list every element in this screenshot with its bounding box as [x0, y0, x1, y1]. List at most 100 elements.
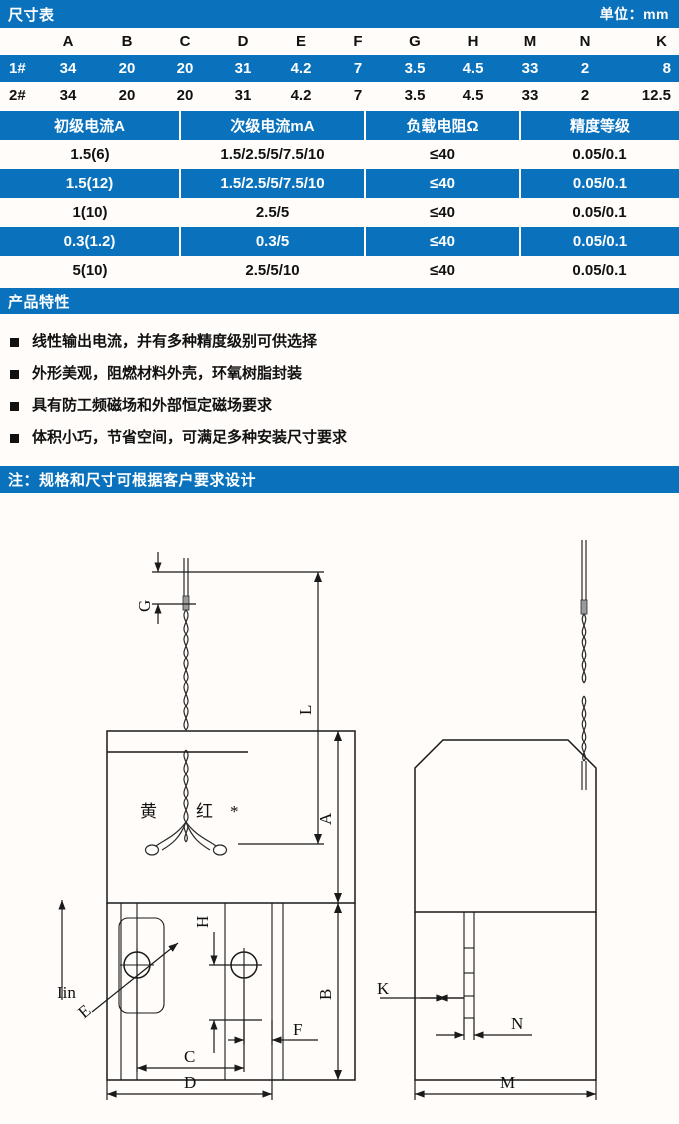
dimension-label-m: M: [500, 1073, 515, 1092]
note-text: 注：规格和尺寸可根据客户要求设计: [8, 472, 257, 489]
spec-cell: 0.05/0.1: [520, 198, 679, 227]
dimension-f: [228, 1020, 318, 1045]
spec-cell: 0.3(1.2): [0, 227, 181, 256]
wire-label-yellow: 黄: [140, 802, 157, 821]
dimension-col-head: G: [386, 28, 444, 55]
technical-drawing: 黄 红 * G L: [0, 500, 679, 1124]
table-row: 5(10) 2.5/5/10 ≤40 0.05/0.1: [0, 256, 679, 285]
dimension-col-head: A: [38, 28, 98, 55]
dimension-label-d: D: [184, 1073, 196, 1092]
spec-cell: 0.05/0.1: [520, 256, 679, 285]
features-list: 线性输出电流，并有多种精度级别可供选择 外形美观，阻燃材料外壳，环氧树脂封装 具…: [0, 314, 679, 460]
features-title: 产品特性: [8, 293, 71, 311]
spec-cell: 1.5(12): [0, 169, 181, 198]
spec-col-head: 初级电流A: [0, 111, 181, 140]
spec-cell: ≤40: [365, 169, 521, 198]
spec-cell: 1.5/2.5/5/7.5/10: [180, 140, 365, 169]
wire-label-star: *: [230, 802, 239, 821]
specification-table: 初级电流A 次级电流mA 负载电阻Ω 精度等级 1.5(6) 1.5/2.5/5…: [0, 111, 679, 285]
side-view-base: [414, 912, 597, 1081]
leader-e: [91, 942, 179, 1013]
dimension-h: [209, 932, 262, 1053]
dimension-cell: 20: [156, 55, 214, 82]
side-view: K N M: [377, 540, 597, 1100]
twisted-wire-side-icon: [580, 540, 588, 790]
dimension-n: [436, 1018, 532, 1040]
twisted-wire-pair-icon: [144, 558, 228, 856]
dimension-cell: 4.2: [272, 82, 330, 109]
dimension-cell: 31: [214, 82, 272, 109]
dimension-table-header-row: A B C D E F G H M N K: [0, 28, 679, 55]
dimension-col-head: K: [612, 28, 679, 55]
spec-cell: ≤40: [365, 256, 520, 285]
dimension-col-head: F: [330, 28, 386, 55]
spec-cell: 5(10): [0, 256, 180, 285]
square-bullet-icon: [10, 433, 19, 443]
dimension-label-e: E: [74, 1001, 94, 1022]
dimension-label-n: N: [511, 1014, 523, 1033]
dimension-table-title: 尺寸表: [8, 6, 55, 24]
unit-label: 单位：mm: [599, 6, 669, 22]
spec-col-head: 次级电流mA: [180, 111, 366, 140]
dimension-m: [414, 1080, 597, 1100]
dimension-row-label: 2#: [0, 82, 38, 109]
dimension-cell: 3.5: [386, 55, 444, 82]
spec-cell: 1.5(6): [0, 140, 180, 169]
dimension-col-head: C: [156, 28, 214, 55]
feature-text: 具有防工频磁场和外部恒定磁场要求: [32, 397, 273, 414]
dimension-col-head: N: [558, 28, 612, 55]
spec-cell: ≤40: [365, 198, 520, 227]
dimension-label-a: A: [316, 812, 335, 825]
dimension-col-head: B: [98, 28, 156, 55]
dimension-cell: 33: [502, 82, 558, 109]
dimension-label-g: G: [135, 600, 154, 612]
dimension-label-l: L: [296, 705, 315, 715]
features-header-bar: 产品特性: [0, 288, 679, 314]
note-bar: 注：规格和尺寸可根据客户要求设计: [0, 466, 679, 493]
front-view-base: [106, 903, 356, 1081]
list-item: 具有防工频磁场和外部恒定磁场要求: [10, 390, 679, 422]
dimension-cell: 4.2: [272, 55, 330, 82]
dimension-c: [136, 980, 245, 1072]
list-item: 体积小巧，节省空间，可满足多种安装尺寸要求: [10, 422, 679, 454]
table-row: 1# 34 20 20 31 4.2 7 3.5 4.5 33 2 8: [0, 55, 679, 82]
spec-cell: 0.05/0.1: [520, 169, 679, 198]
spec-col-head: 精度等级: [520, 111, 679, 140]
spec-cell: 0.05/0.1: [520, 140, 679, 169]
spec-table-header-row: 初级电流A 次级电流mA 负载电阻Ω 精度等级: [0, 111, 679, 140]
dimension-cell: 7: [330, 82, 386, 109]
dimension-cell: 12.5: [612, 82, 679, 109]
table-row: 1(10) 2.5/5 ≤40 0.05/0.1: [0, 198, 679, 227]
list-item: 线性输出电流，并有多种精度级别可供选择: [10, 326, 679, 358]
dimension-cell: 4.5: [444, 82, 502, 109]
list-item: 外形美观，阻燃材料外壳，环氧树脂封装: [10, 358, 679, 390]
dimension-col-head: [0, 28, 38, 55]
feature-text: 线性输出电流，并有多种精度级别可供选择: [32, 333, 318, 350]
terminal-blade: [463, 912, 475, 1019]
wire-label-red: 红: [196, 802, 213, 821]
dimension-g: [152, 552, 196, 624]
dimension-col-head: H: [444, 28, 502, 55]
spec-cell: ≤40: [365, 227, 521, 256]
dimension-d: [106, 1080, 273, 1100]
dimension-b: [334, 903, 342, 1080]
dimension-label-b: B: [316, 989, 335, 1000]
dimension-label-h: H: [193, 916, 212, 928]
current-direction-label: Iin: [57, 983, 76, 1002]
spec-cell: 2.5/5: [180, 198, 365, 227]
dimension-label-f: F: [293, 1020, 302, 1039]
spec-cell: ≤40: [365, 140, 520, 169]
feature-text: 体积小巧，节省空间，可满足多种安装尺寸要求: [32, 429, 348, 446]
dimension-col-head: E: [272, 28, 330, 55]
dimension-cell: 20: [156, 82, 214, 109]
dimension-label-k: K: [377, 979, 390, 998]
spec-cell: 1.5/2.5/5/7.5/10: [180, 169, 366, 198]
dimension-cell: 7: [330, 55, 386, 82]
spec-cell: 2.5/5/10: [180, 256, 365, 285]
table-row: 2# 34 20 20 31 4.2 7 3.5 4.5 33 2 12.5: [0, 82, 679, 109]
spec-cell: 0.05/0.1: [520, 227, 679, 256]
dimension-col-head: M: [502, 28, 558, 55]
spec-cell: 0.3/5: [180, 227, 366, 256]
dimension-col-head: D: [214, 28, 272, 55]
feature-text: 外形美观，阻燃材料外壳，环氧树脂封装: [32, 365, 303, 382]
